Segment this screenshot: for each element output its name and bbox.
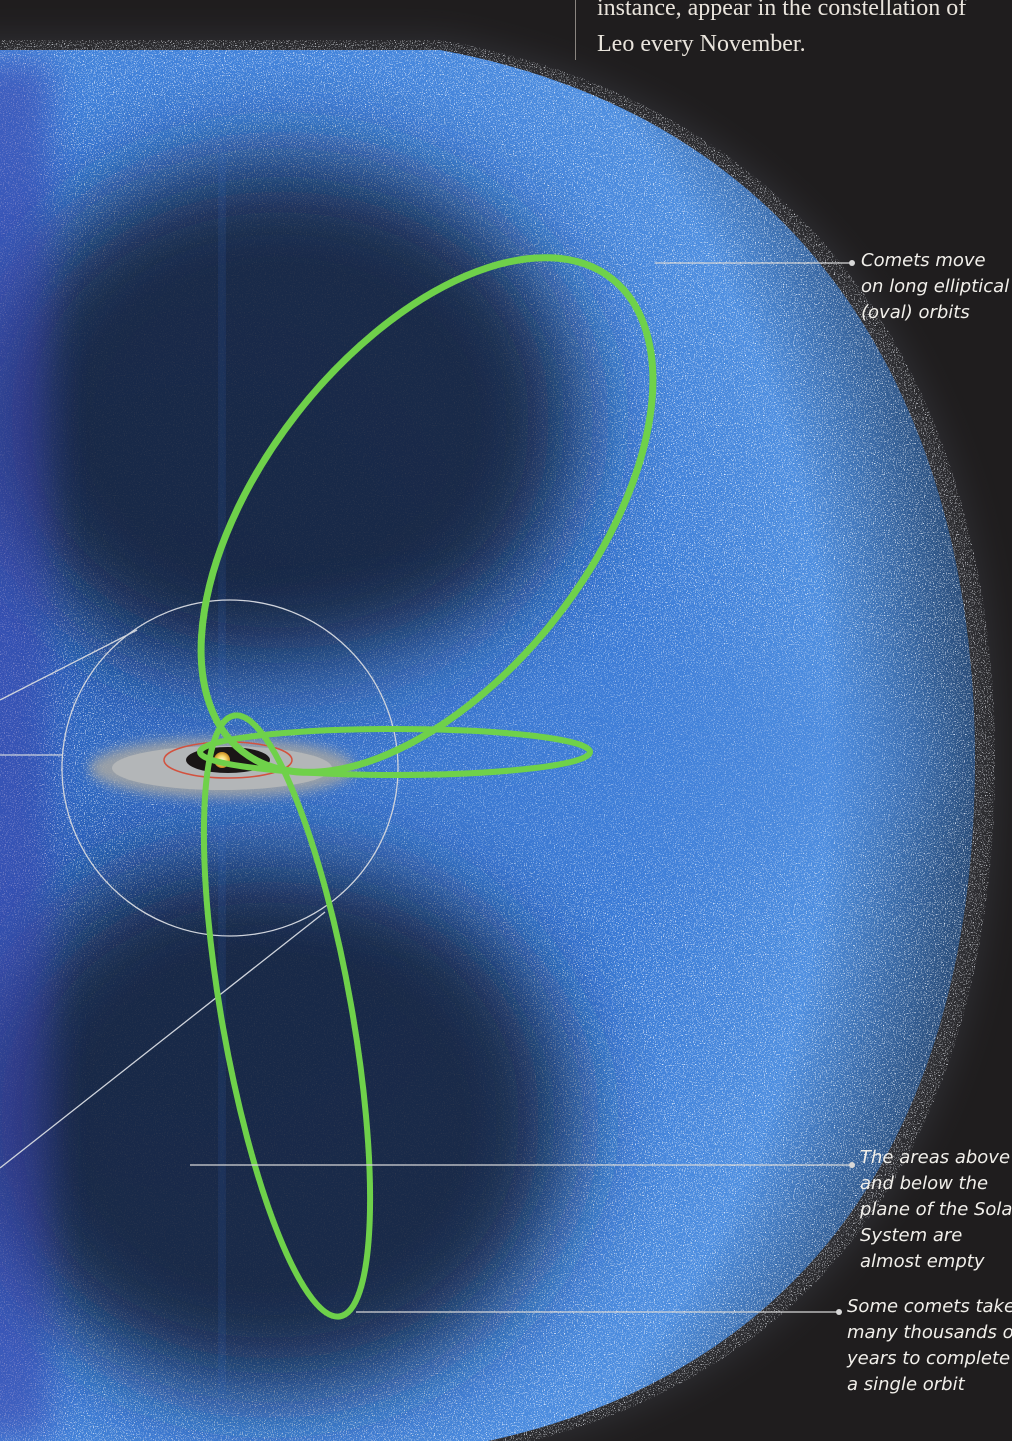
callout-line: Some comets take — [847, 1296, 1012, 1317]
orbit-flat — [197, 726, 593, 778]
callout-line: years to complete — [847, 1348, 1011, 1369]
orbit-polar — [200, 712, 374, 1320]
callout-orbit-duration: Some comets take many thousands of years… — [847, 1294, 1012, 1398]
callout-line: plane of the Solar — [860, 1199, 1012, 1220]
intro-rule — [575, 0, 576, 60]
callout-line: The areas above — [860, 1147, 1011, 1168]
callout-line: almost empty — [860, 1251, 985, 1272]
callout-elliptical-orbits: Comets move on long elliptical (oval) or… — [861, 248, 1009, 326]
callout-line: on long elliptical — [861, 276, 1010, 297]
callout-leaders — [190, 260, 855, 1315]
solar-system-disc — [89, 738, 355, 798]
intro-line: instance, appear in the constellation of — [597, 0, 967, 21]
intro-line: Leo every November. — [597, 31, 806, 57]
callout-line: Comets move — [861, 250, 986, 271]
callout-line: and below the — [860, 1173, 989, 1194]
intro-text: instance, appear in the constellation of… — [597, 0, 1012, 62]
callout-line: System are — [860, 1225, 963, 1246]
callout-line: many thousands of — [847, 1322, 1012, 1343]
callout-line: a single orbit — [847, 1374, 965, 1395]
callout-empty-areas: The areas above and below the plane of t… — [860, 1145, 1012, 1275]
empty-region-lower — [0, 850, 570, 1390]
comet-orbits — [197, 254, 657, 1320]
callout-line: (oval) orbits — [861, 302, 970, 323]
inner-region-magnifier — [0, 599, 399, 1169]
orbit-large-inclined — [197, 254, 657, 776]
